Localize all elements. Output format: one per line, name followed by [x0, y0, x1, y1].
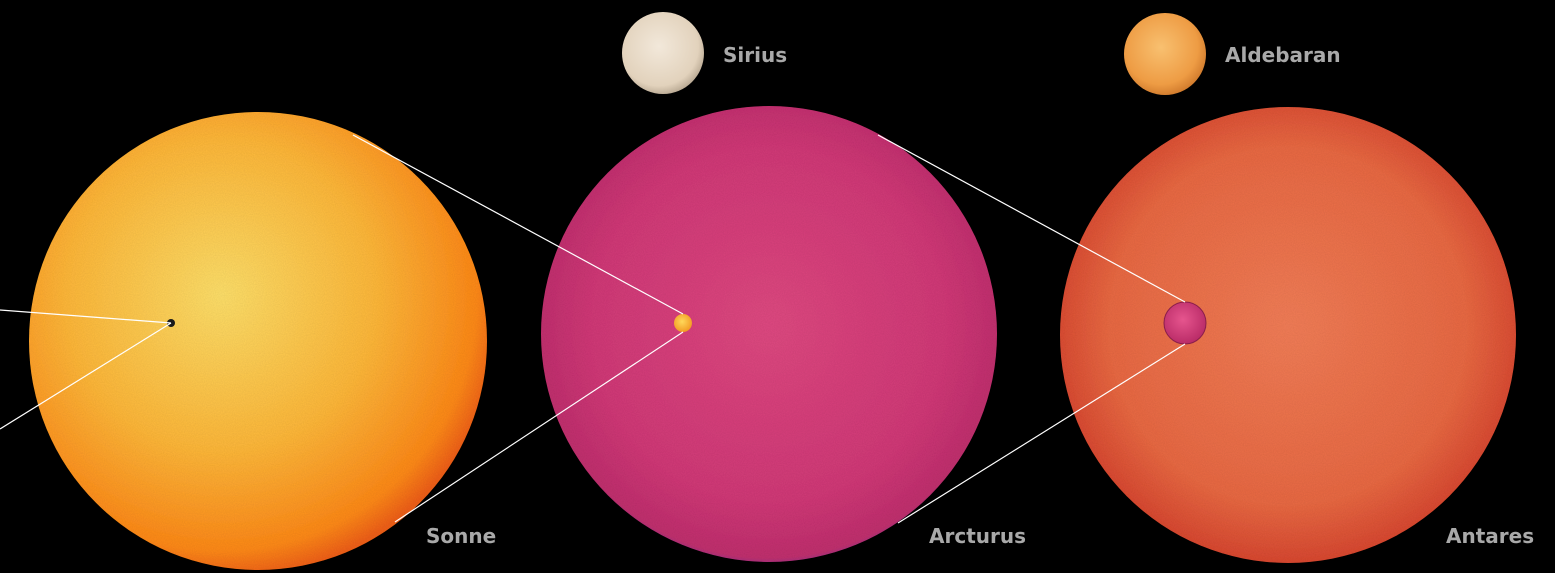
- connector-line: [0, 309, 172, 324]
- arcturus-label: Arcturus: [929, 524, 1027, 548]
- aldebaran-label: Aldebaran: [1225, 43, 1341, 67]
- sirius-disk: [622, 12, 704, 94]
- sun-scaled-disk: [674, 314, 692, 332]
- antares-label: Antares: [1446, 524, 1535, 548]
- connector-line: [394, 331, 684, 523]
- sirius-label: Sirius: [723, 43, 788, 67]
- connector-line: [877, 134, 1186, 303]
- arcturus-disk: [541, 106, 997, 562]
- sun-label: Sonne: [426, 524, 497, 548]
- connector-line: [352, 134, 684, 315]
- aldebaran-disk: [1124, 13, 1206, 95]
- sun-disk: [29, 112, 487, 570]
- connector-line: [0, 322, 172, 430]
- antares-disk: [1060, 107, 1516, 563]
- arcturus-scaled-disk: [1163, 301, 1207, 345]
- connector-line: [897, 343, 1186, 524]
